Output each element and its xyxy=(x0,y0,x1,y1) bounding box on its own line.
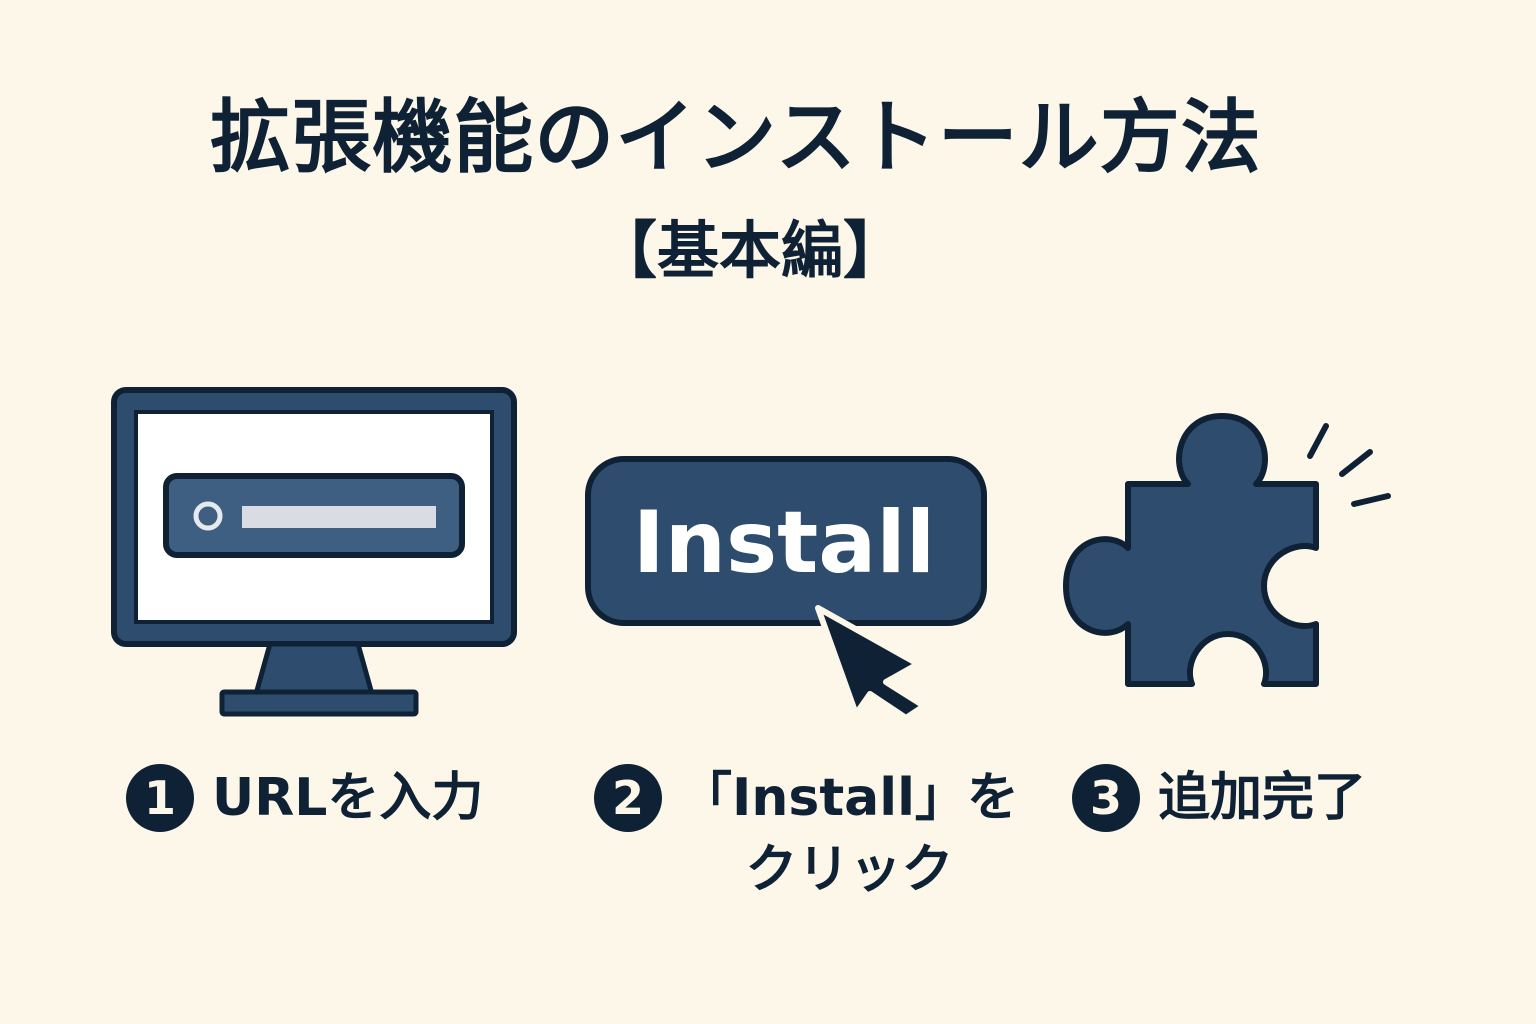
install-button-label: Install xyxy=(633,493,936,593)
step-label-2: 「Install」を クリック xyxy=(680,768,1019,900)
monitor-icon xyxy=(111,387,517,717)
step-number-2: 2 xyxy=(594,764,662,832)
step-1: 1 URLを入力 xyxy=(126,762,483,834)
sparkle-icon xyxy=(1307,423,1391,507)
step-label-3: 追加完了 xyxy=(1158,768,1367,828)
puzzle-piece-icon xyxy=(1063,413,1319,687)
step-number-3: 3 xyxy=(1072,764,1140,832)
install-button: Install xyxy=(585,456,987,626)
step-label-1: URLを入力 xyxy=(212,768,484,828)
step-3: 3 追加完了 xyxy=(1072,762,1366,834)
step-2: 2 「Install」を クリック xyxy=(594,762,1019,906)
cursor-icon xyxy=(815,605,927,721)
page-title: 拡張機能のインストール方法 xyxy=(210,91,1262,184)
page-subtitle: 【基本編】 xyxy=(594,214,905,287)
step-number-1: 1 xyxy=(126,764,194,832)
